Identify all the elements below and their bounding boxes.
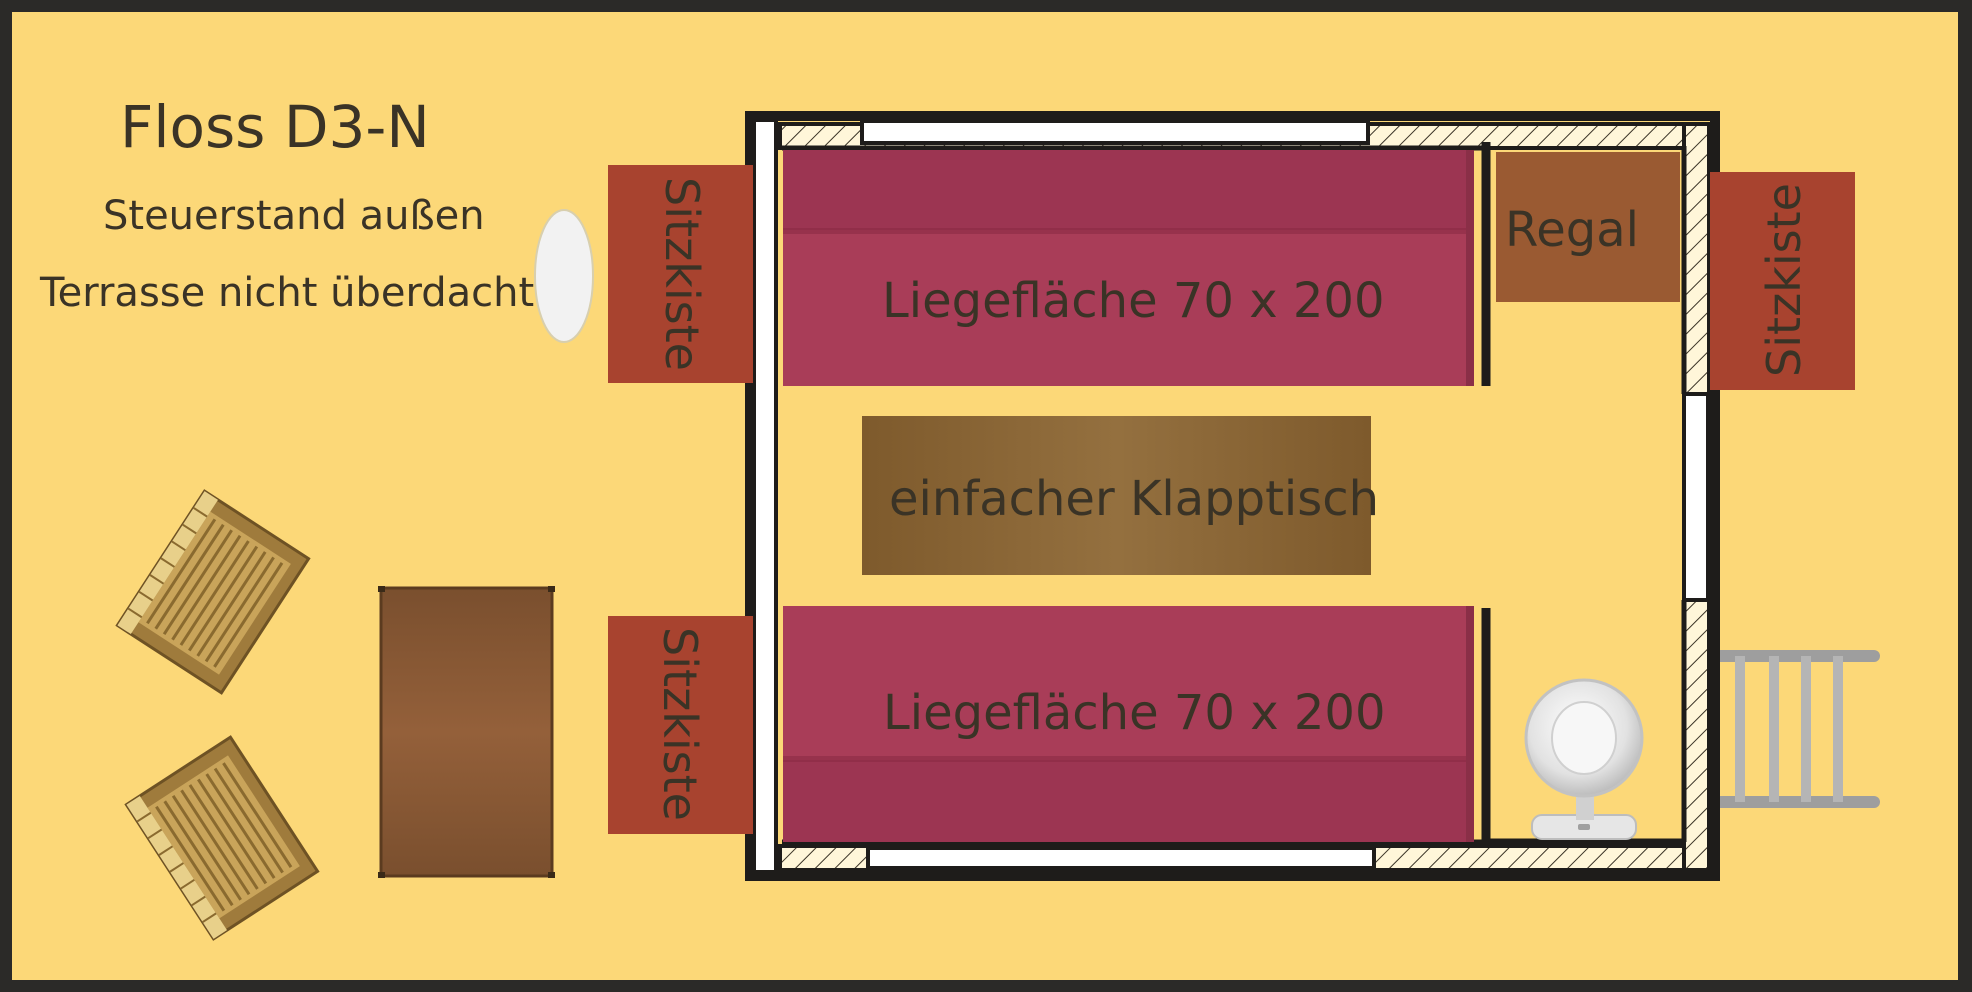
bed-bottom — [783, 606, 1474, 842]
window-bottom — [866, 846, 1376, 870]
subtitle-terrace: Terrasse nicht überdacht — [40, 270, 535, 316]
seat-box-right — [1710, 172, 1855, 390]
window-top — [860, 119, 1370, 145]
seat-box-left-bottom — [608, 616, 753, 834]
shelf-label: Regal — [1505, 202, 1639, 258]
seat-box-left-top-label: Sitzkiste — [655, 177, 709, 371]
heater-icon — [1524, 678, 1644, 840]
plan-title: Floss D3-N — [120, 93, 430, 161]
bed-top — [783, 150, 1474, 386]
ladder-railing — [1706, 650, 1880, 808]
seat-box-left-bottom-label: Sitzkiste — [653, 627, 707, 821]
round-cushion — [534, 209, 594, 343]
bed-top-label: Liegefläche 70 x 200 — [882, 273, 1385, 329]
seat-box-left-top — [608, 165, 753, 383]
window-right — [1682, 392, 1710, 602]
deck-chair-top — [115, 489, 311, 695]
table-label: einfacher Klapptisch — [889, 471, 1380, 527]
seat-box-right-label: Sitzkiste — [1757, 183, 1811, 377]
subtitle-steering: Steuerstand außen — [103, 193, 485, 239]
folding-table — [862, 416, 1371, 575]
bed-bottom-label: Liegefläche 70 x 200 — [883, 685, 1386, 741]
terrace-table — [378, 586, 555, 878]
deck-chair-bottom — [124, 735, 320, 941]
shelf — [1496, 152, 1680, 302]
